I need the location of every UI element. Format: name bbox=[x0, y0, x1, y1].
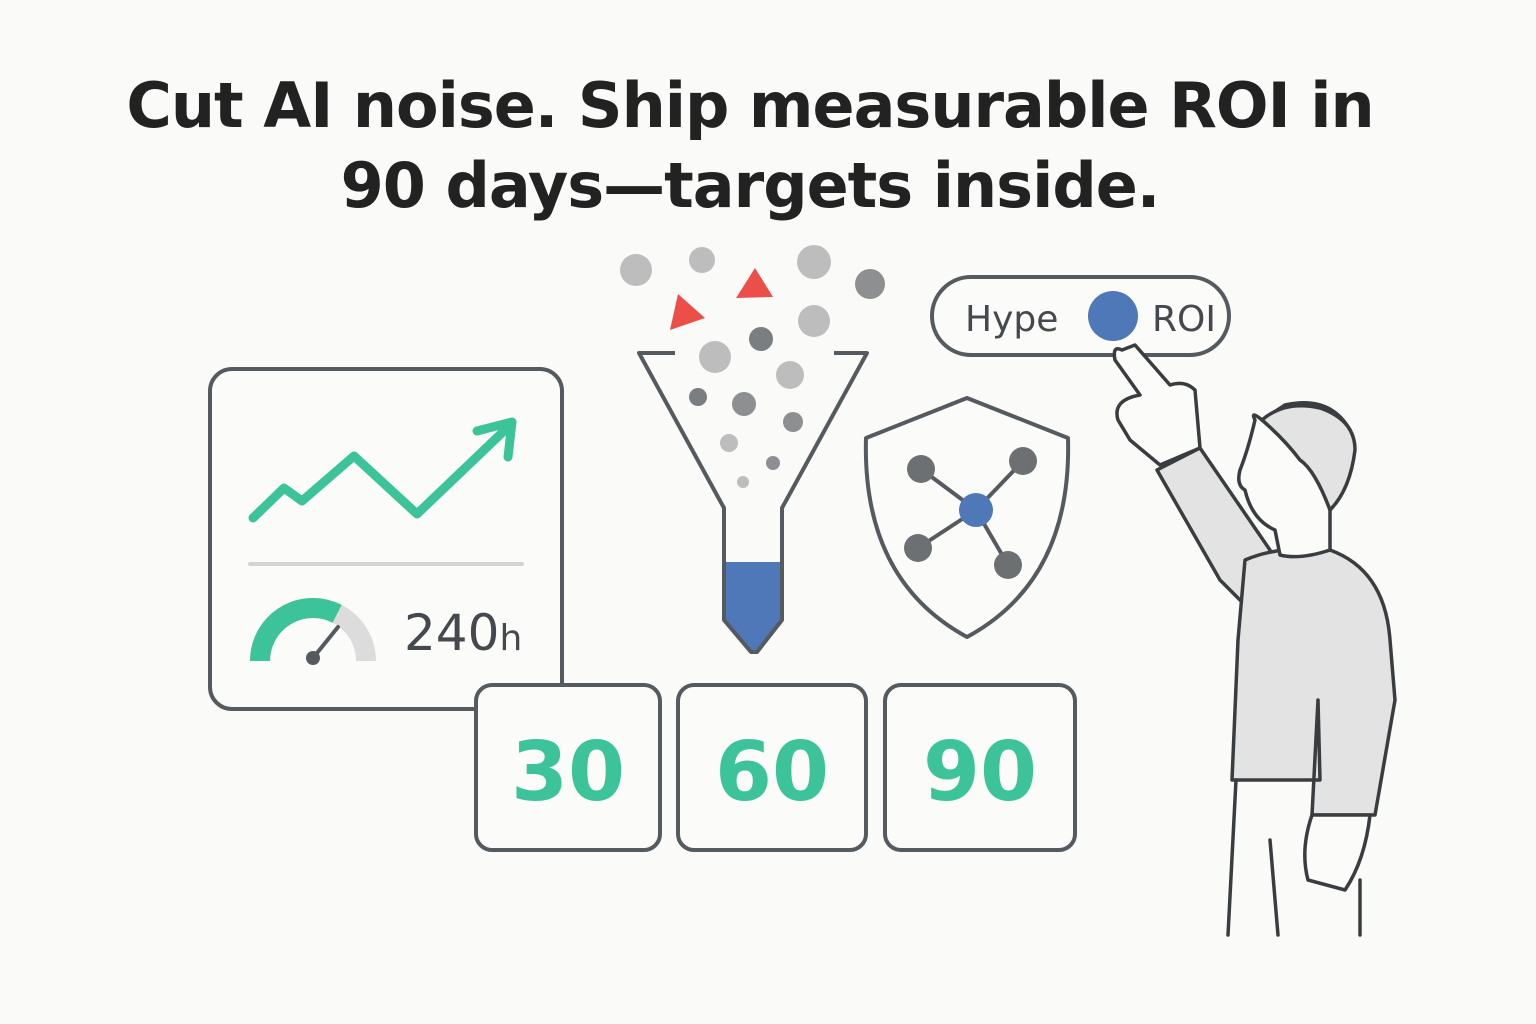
arrow-head-icon bbox=[472, 417, 517, 462]
headline-line-2: 90 days—targets inside. bbox=[340, 149, 1161, 222]
metric-value: 240h bbox=[404, 604, 522, 662]
gauge-fill bbox=[250, 598, 342, 662]
pointing-person bbox=[1112, 343, 1397, 937]
trend-up-icon bbox=[248, 423, 512, 523]
dashboard-card: 240h bbox=[208, 367, 564, 711]
headline-line-1: Cut AI noise. Ship measurable ROI in bbox=[126, 69, 1374, 142]
milestone-90: 90 bbox=[923, 725, 1037, 820]
toggle-label-roi: ROI bbox=[1152, 299, 1216, 340]
toggle-knob[interactable] bbox=[1088, 291, 1138, 341]
toggle-label-hype: Hype bbox=[965, 299, 1058, 340]
funnel-icon bbox=[620, 245, 885, 654]
gauge-icon bbox=[250, 598, 376, 665]
milestones: 30 60 90 bbox=[474, 683, 1077, 852]
hype-roi-toggle[interactable]: Hype ROI bbox=[930, 275, 1231, 357]
shield-network-icon bbox=[863, 396, 1071, 639]
milestone-60: 60 bbox=[715, 725, 829, 820]
milestone-30: 30 bbox=[511, 725, 625, 820]
headline: Cut AI noise. Ship measurable ROI in 90 … bbox=[0, 66, 1500, 226]
